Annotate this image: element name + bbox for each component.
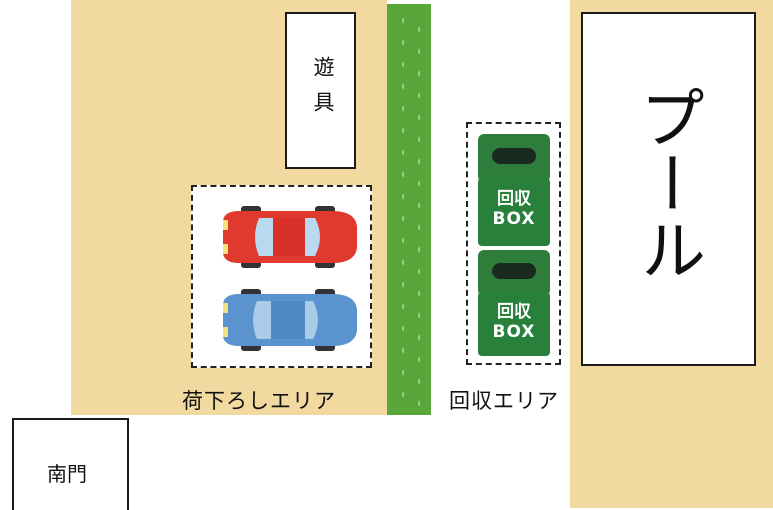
grass-texture-dot — [418, 27, 420, 32]
unloading-area-label: 荷下ろしエリア — [182, 389, 336, 413]
grass-texture-dot — [418, 379, 420, 384]
grass-texture-dot — [402, 238, 404, 243]
grass-texture-dot — [402, 260, 404, 265]
grass-texture-dot — [402, 150, 404, 155]
grass-texture-dot — [418, 203, 420, 208]
grass-texture-dot — [418, 335, 420, 340]
collection-box-icon: 回収 BOX — [478, 134, 550, 246]
pool[interactable]: プール — [581, 12, 756, 366]
grass-texture-dot — [418, 137, 420, 142]
pool-label: プール — [629, 84, 706, 282]
collection-box-text-bottom: BOX — [492, 322, 536, 342]
playground-equipment[interactable]: 遊具 — [285, 12, 356, 169]
grass-texture-dot — [402, 304, 404, 309]
grass-texture-dot — [402, 370, 404, 375]
grass-texture-dot — [402, 348, 404, 353]
grass-texture-dot — [402, 326, 404, 331]
collection-box-text-top: 回収 — [497, 189, 531, 209]
grass-texture-dot — [402, 106, 404, 111]
grass-texture-dot — [418, 181, 420, 186]
collection-area-label: 回収エリア — [449, 389, 559, 413]
grass-texture-dot — [418, 357, 420, 362]
grass-texture-dot — [402, 18, 404, 23]
unloading-area[interactable] — [191, 185, 372, 368]
grass-texture-dot — [402, 62, 404, 67]
collection-box-text-bottom: BOX — [492, 209, 536, 229]
collection-box-icon: 回収 BOX — [478, 250, 550, 356]
grass-texture-dot — [418, 159, 420, 164]
south-gate-label: 南門 — [47, 462, 87, 486]
grass-texture-dot — [418, 269, 420, 274]
grass-texture-dot — [418, 93, 420, 98]
grass-texture-dot — [402, 194, 404, 199]
grass-texture-dot — [402, 40, 404, 45]
grass-texture-dot — [418, 225, 420, 230]
grass-texture-dot — [418, 247, 420, 252]
grass-texture-dot — [402, 172, 404, 177]
grass-texture-dot — [418, 49, 420, 54]
collection-box-text-top: 回収 — [497, 302, 531, 322]
collection-area[interactable]: 回収 BOX 回収 BOX — [466, 122, 561, 365]
playground-label: 遊具 — [311, 56, 335, 126]
grass-texture-dot — [402, 282, 404, 287]
grass-texture-dot — [418, 71, 420, 76]
red-car-icon — [223, 206, 357, 268]
grass-texture-dot — [418, 313, 420, 318]
south-gate[interactable]: 南門 — [12, 418, 129, 510]
grass-texture-dot — [402, 128, 404, 133]
green-strip — [387, 4, 431, 415]
grass-texture-dot — [402, 84, 404, 89]
grass-texture-dot — [418, 291, 420, 296]
grass-texture-dot — [402, 216, 404, 221]
grass-texture-dot — [402, 392, 404, 397]
grass-texture-dot — [418, 115, 420, 120]
blue-car-icon — [223, 289, 357, 351]
grass-texture-dot — [418, 401, 420, 406]
